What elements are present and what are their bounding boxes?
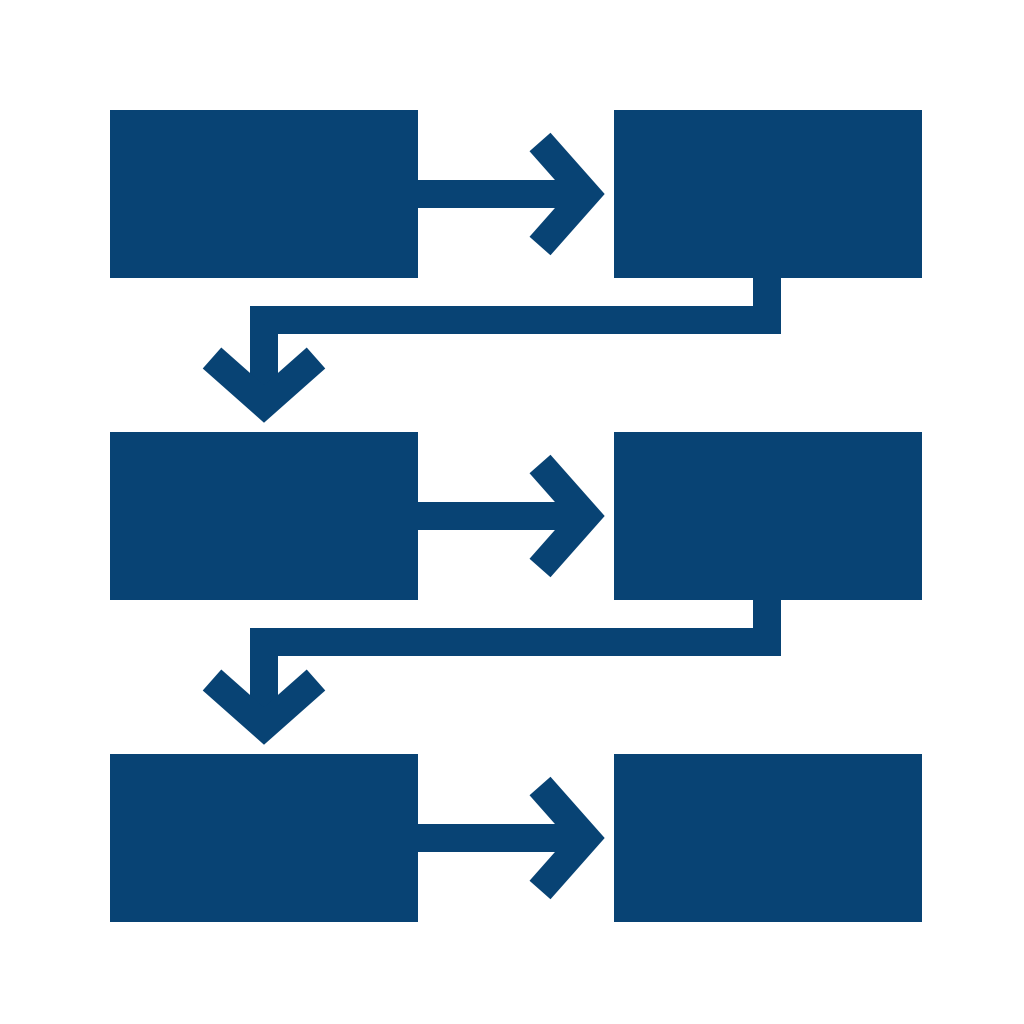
process-box xyxy=(110,432,418,600)
arrowhead-down xyxy=(202,347,326,423)
diagram-layer xyxy=(110,110,922,922)
process-box xyxy=(110,754,418,922)
process-box xyxy=(614,432,922,600)
process-box xyxy=(614,110,922,278)
process-box xyxy=(614,754,922,922)
connector-down xyxy=(250,278,781,404)
arrowhead-right xyxy=(529,132,605,256)
arrowhead-right xyxy=(529,776,605,900)
arrowhead-down xyxy=(202,669,326,745)
process-box xyxy=(110,110,418,278)
arrowhead-right xyxy=(529,454,605,578)
connector-down xyxy=(250,600,781,726)
